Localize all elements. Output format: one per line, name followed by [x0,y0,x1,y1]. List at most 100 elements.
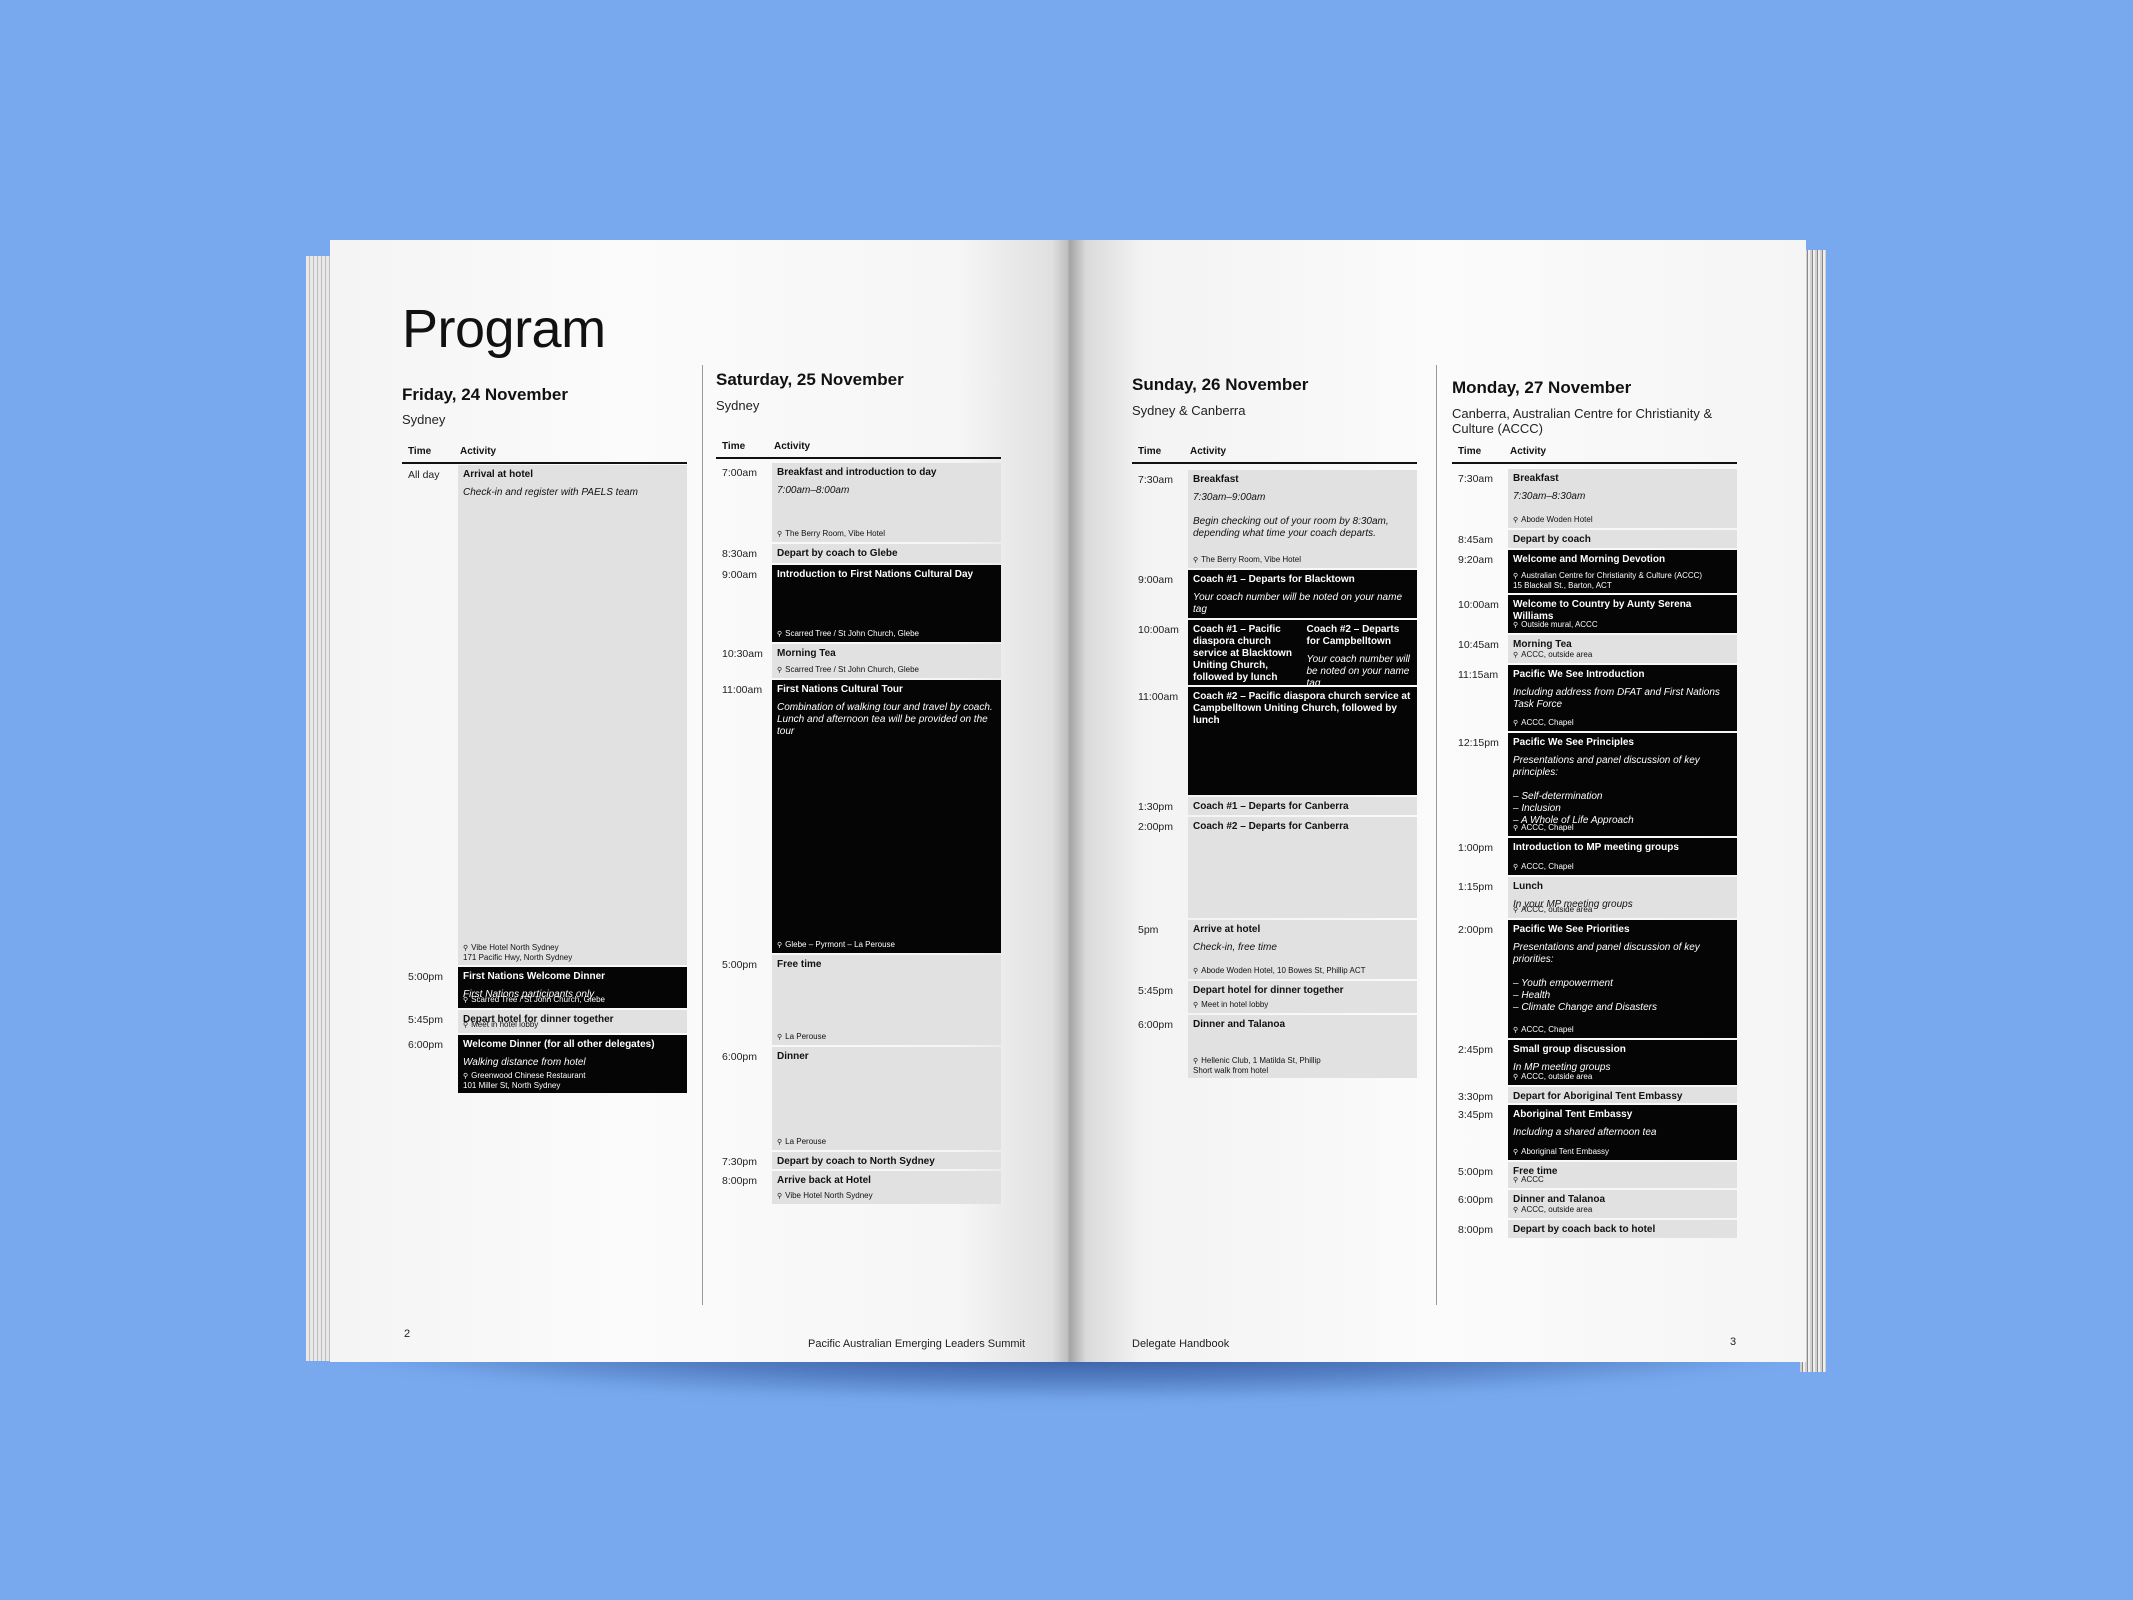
activity-cell: Depart hotel for dinner togetherMeet in … [458,1010,687,1033]
row-time: 6:00pm [722,1051,758,1063]
activity-cell: Aboriginal Tent Embassy Including a share… [1508,1105,1737,1160]
activity-cell: Morning TeaACCC, outside area [1508,635,1737,663]
activity-cell: Morning TeaScarred Tree / St John Church… [772,644,1001,678]
schedule-row: 10:45am Morning TeaACCC, outside area [1452,635,1737,663]
activity-note: Including a shared afternoon tea [1513,1127,1657,1138]
row-time: 5:45pm [1138,985,1174,997]
row-time: 2:00pm [1458,924,1494,936]
page-number-right: 3 [1730,1336,1737,1348]
row-time: 9:00am [1138,574,1174,586]
row-time: 10:45am [1458,639,1499,651]
activity-cell: Coach #1 – Departs for Canberra [1188,797,1417,815]
day-title: Sunday, 26 November [1132,375,1309,394]
activity-sub-1: Coach #1 – Pacific diaspora church servi… [1193,624,1299,683]
activity-title: Depart by coach to North Sydney [777,1156,935,1167]
activity-cell: Welcome and Morning DevotionAustralian C… [1508,550,1737,593]
activity-title: Dinner and Talanoa [1513,1194,1606,1205]
activity-title: Depart by coach [1513,534,1591,545]
row-time: 5:00pm [722,959,758,971]
row-time: 8:30am [722,548,758,560]
activity-title: First Nations Welcome Dinner [463,971,606,982]
location-pin-label: Meet in hotel lobby [463,1020,538,1030]
activity-cell: Depart by coach to North Sydney [772,1152,1001,1169]
activity-cell: Coach #2 – Departs for Canberra [1188,817,1417,918]
activity-note: Walking distance from hotel [463,1057,586,1068]
schedule-row: 8:00pm Depart by coach back to hotel [1452,1220,1737,1238]
activity-note: Combination of walking tour and travel b… [777,702,993,737]
activity-note: Your coach number will be noted on your … [1193,592,1403,615]
header-time: Time [1138,446,1162,457]
row-time: 11:00am [722,684,763,696]
row-time: 9:00am [722,569,758,581]
row-time: 12:15pm [1458,737,1499,749]
activity-title: Introduction to MP meeting groups [1513,842,1679,853]
day-title: Saturday, 25 November [716,370,904,389]
row-time: 9:20am [1458,554,1494,566]
activity-note: 7:00am–8:00am [777,485,850,496]
location-pin-label: Australian Centre for Christianity & Cul… [1513,571,1702,590]
location-pin-label: Aboriginal Tent Embassy [1513,1147,1609,1157]
row-time: 11:00am [1138,691,1179,703]
activity-title: Arrive at hotel [1193,924,1261,935]
schedule-row: 8:45am Depart by coach [1452,530,1737,548]
day-location: Canberra, Australian Centre for Christia… [1452,406,1713,436]
row-time: 5:45pm [408,1014,444,1026]
activity-cell: Arrive back at HotelVibe Hotel North Syd… [772,1171,1001,1204]
location-pin-label: Hellenic Club, 1 Matilda St, Phillip Sho… [1193,1056,1321,1075]
activity-note: Check-in and register with PAELS team [463,487,638,498]
activity-title: Lunch [1513,881,1543,892]
activity-note: Presentations and panel discussion of ke… [1513,755,1700,826]
location-pin-label: Outside mural, ACCC [1513,620,1597,630]
activity-cell: Depart by coach [1508,530,1737,548]
row-time: 2:45pm [1458,1044,1494,1056]
schedule-row: 1:30pm Coach #1 – Departs for Canberra [1132,797,1417,815]
row-time: 10:00am [1458,599,1499,611]
activity-title: Depart by coach back to hotel [1513,1224,1656,1235]
header-activity: Activity [1190,446,1227,457]
day-title: Monday, 27 November [1452,378,1632,397]
row-time: 8:45am [1458,534,1494,546]
row-time: 6:00pm [1138,1019,1174,1031]
row-time: 7:30am [1138,474,1174,486]
day-title: Friday, 24 November [402,385,568,404]
location-pin-label: ACCC, outside area [1513,650,1592,660]
activity-title: Pacific We See Introduction [1513,669,1645,680]
location-pin-label: ACCC, Chapel [1513,862,1573,872]
location-pin-label: Vibe Hotel North Sydney 171 Pacific Hwy,… [463,943,572,962]
activity-note: Your coach number will be noted on your … [1306,654,1410,689]
activity-note: 7:30am–8:30am [1513,491,1586,502]
row-time: 7:30am [1458,473,1494,485]
row-time: 1:30pm [1138,801,1174,813]
day-location: Sydney [716,398,760,413]
header-time: Time [408,446,432,457]
location-pin-label: ACCC, Chapel [1513,1025,1573,1035]
location-pin-label: The Berry Room, Vibe Hotel [777,529,885,539]
activity-title: Pacific We See Principles [1513,737,1634,748]
activity-title: Welcome to Country by Aunty Serena Willi… [1513,599,1692,622]
activity-title: Free time [1513,1166,1558,1177]
location-pin-label: La Perouse [777,1137,826,1147]
row-time: 3:30pm [1458,1091,1494,1103]
location-pin-label: Scarred Tree / St John Church, Glebe [777,629,919,639]
row-time: 8:00pm [1458,1224,1494,1236]
activity-cell: Depart for Aboriginal Tent Embassy [1508,1087,1737,1103]
location-pin-label: Meet in hotel lobby [1193,1000,1268,1010]
row-time: 10:30am [722,648,763,660]
